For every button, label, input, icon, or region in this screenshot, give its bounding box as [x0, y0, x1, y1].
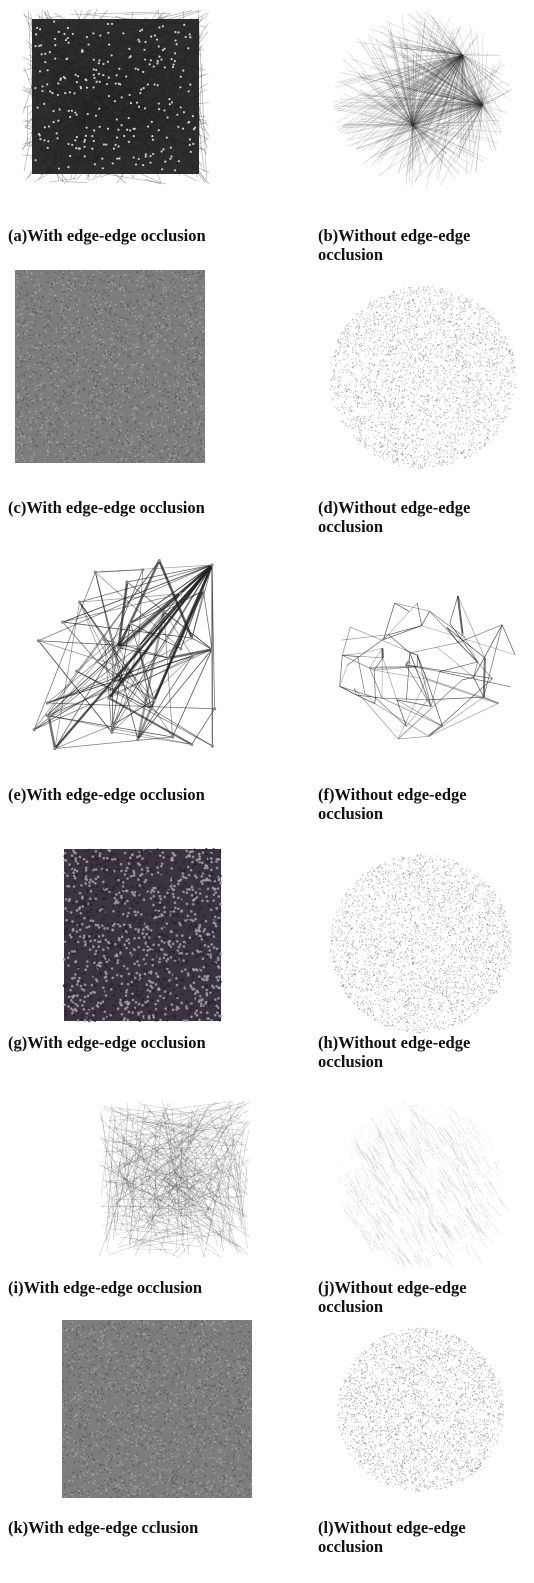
figure-panel-g [60, 845, 225, 1025]
figure-panel-b [325, 5, 520, 195]
caption-b: (b)Without edge-edge occlusion [318, 226, 471, 264]
graph-image-f [339, 595, 516, 740]
graph-image-c [15, 270, 205, 463]
caption-e: (e)With edge-edge occlusion [8, 785, 205, 804]
graph-image-h [329, 854, 512, 1034]
caption-i: (i)With edge-edge occlusion [8, 1278, 203, 1297]
figure-panel-d [325, 272, 520, 482]
figure-panel-k [62, 1320, 252, 1498]
figure-panel-f [330, 558, 520, 773]
caption-k: (k)With edge-edge cclusion [8, 1518, 199, 1537]
figure-panel-l [325, 1322, 515, 1497]
figure-panel-j [330, 1095, 510, 1267]
figure-panel-h [325, 848, 515, 1038]
figure-panel-a [18, 5, 213, 188]
caption-f: (f)Without edge-edge occlusion [318, 785, 467, 823]
graph-image-b [331, 11, 513, 188]
graph-image-e [32, 558, 217, 751]
graph-image-d [329, 285, 517, 470]
graph-image-g [62, 847, 223, 1023]
caption-c: (c)With edge-edge occlusion [8, 498, 205, 517]
caption-a: (a)With edge-edge occlusion [8, 226, 206, 245]
caption-l: (l)Without edge-edge occlusion [318, 1518, 466, 1556]
graph-image-j [339, 1103, 510, 1267]
graph-image-i [99, 1101, 251, 1258]
caption-h: (h)Without edge-edge occlusion [318, 1033, 471, 1071]
caption-d: (d)Without edge-edge occlusion [318, 498, 471, 536]
graph-image-l [337, 1327, 504, 1493]
caption-g: (g)With edge-edge occlusion [8, 1033, 206, 1052]
figure-panel-e [22, 550, 227, 765]
caption-j: (j)Without edge-edge occlusion [318, 1278, 467, 1316]
figure-panel-c [15, 270, 205, 463]
graph-image-k [62, 1320, 252, 1498]
graph-image-a [21, 8, 210, 185]
figure-panel-i [95, 1097, 255, 1262]
